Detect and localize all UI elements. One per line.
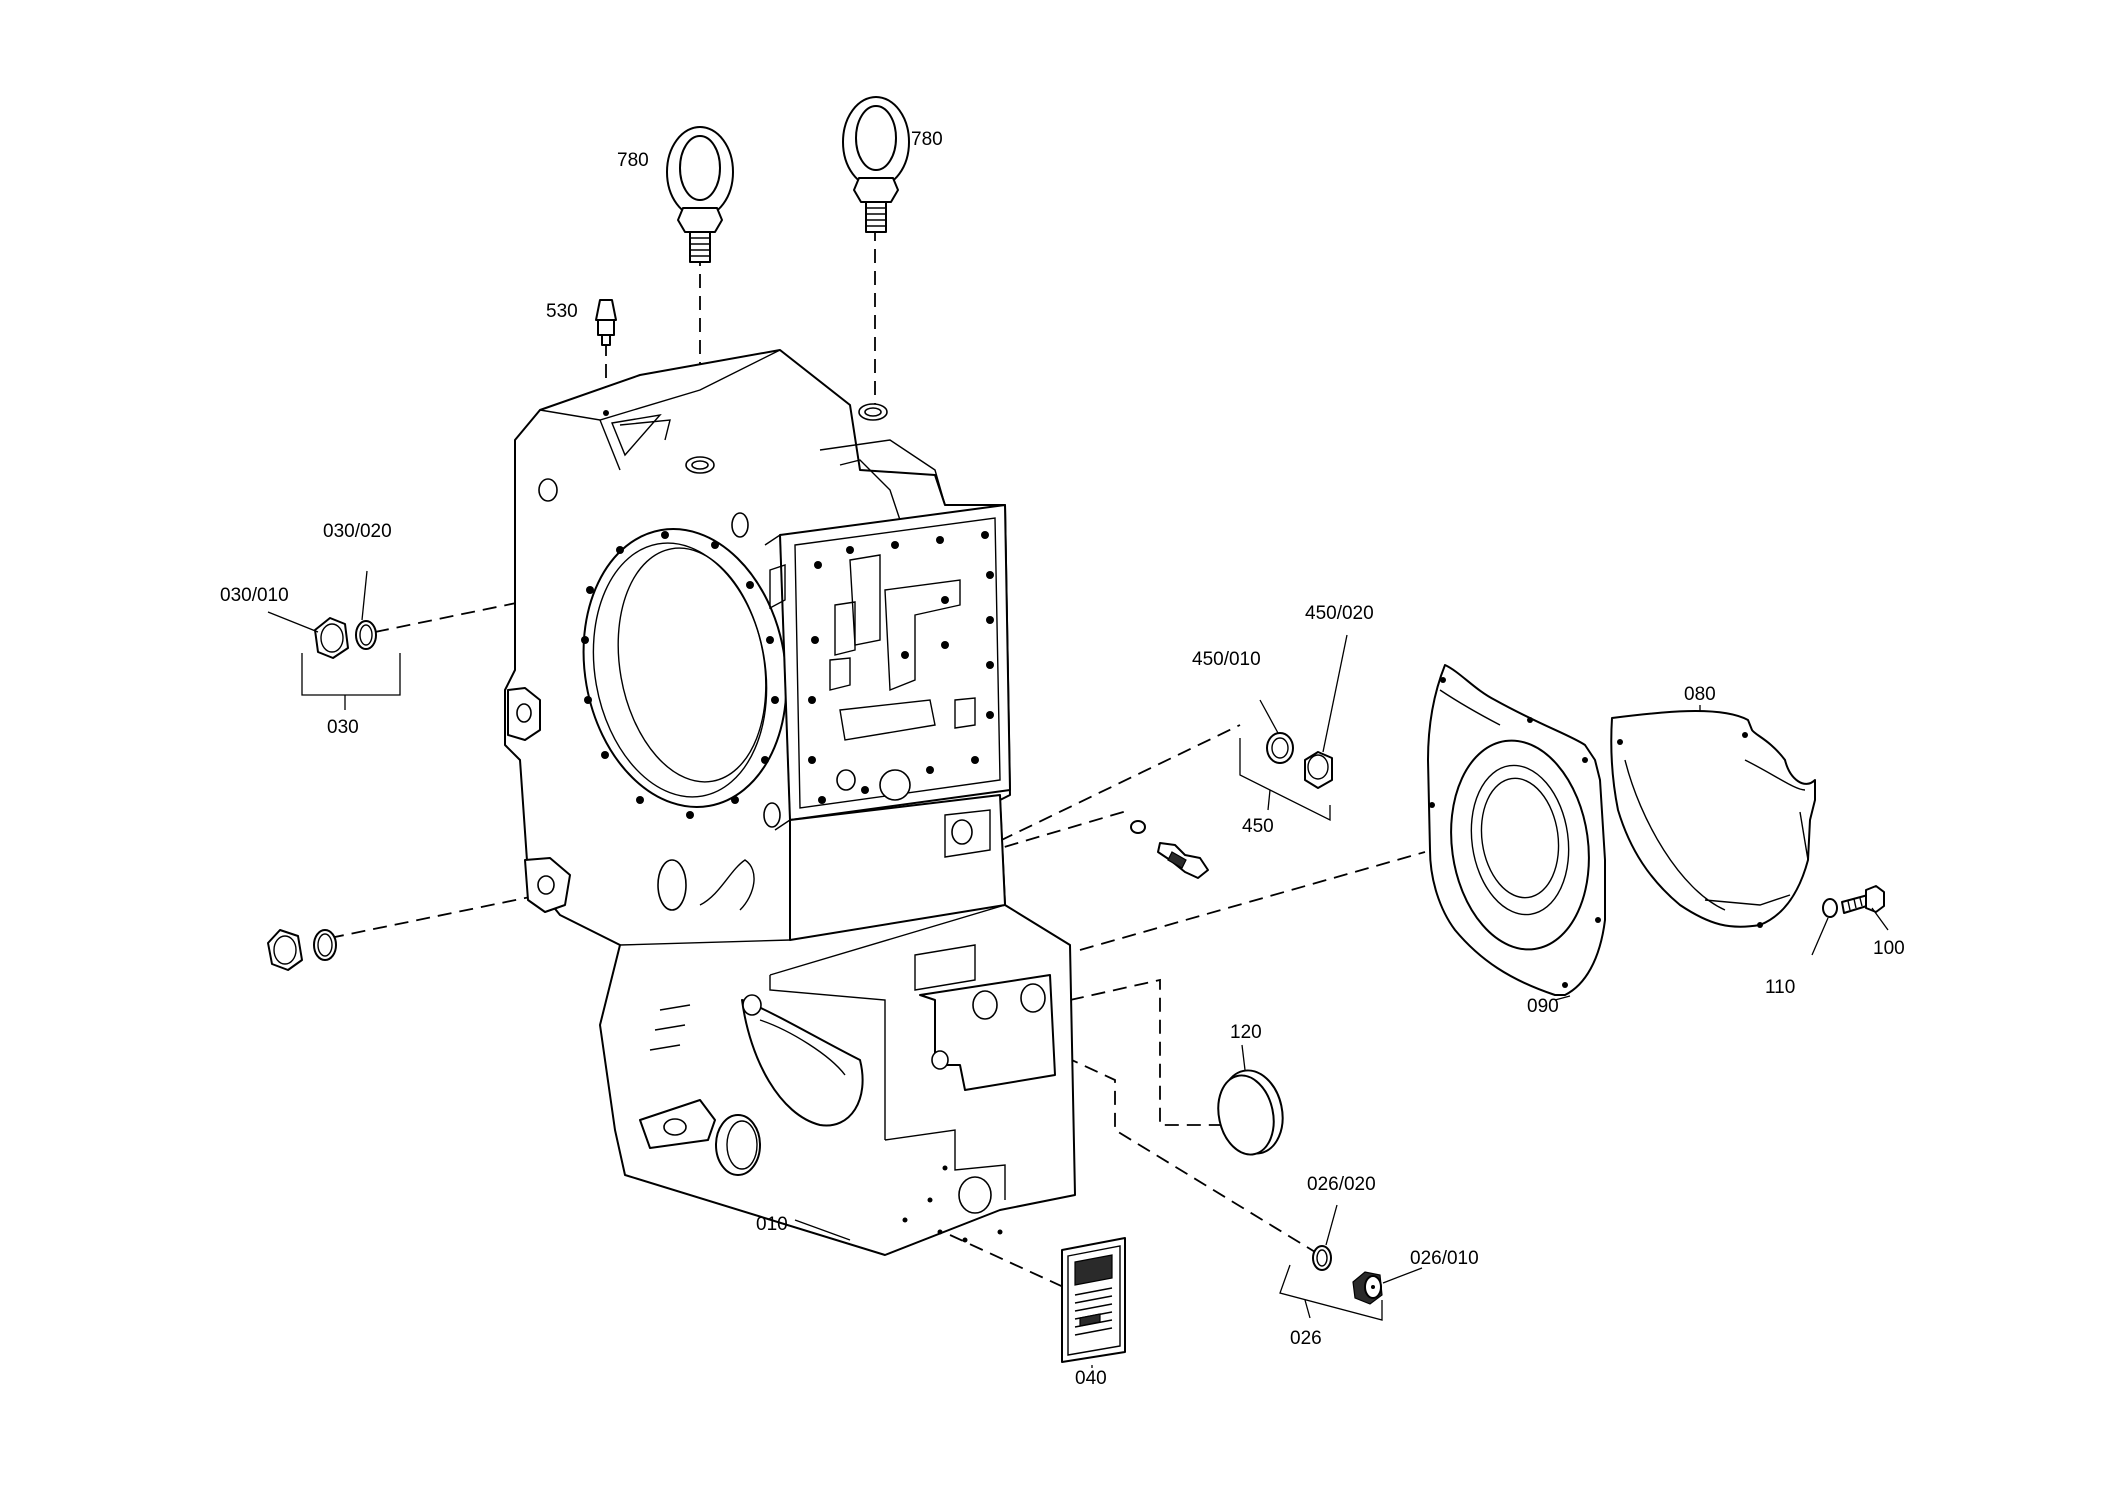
label-450-010: 450/010 <box>1192 649 1261 670</box>
label-026-020: 026/020 <box>1307 1174 1376 1195</box>
plug-026 <box>1312 1245 1383 1305</box>
main-housing-010 <box>504 349 1076 1256</box>
label-450-020: 450/020 <box>1305 603 1374 624</box>
label-010: 010 <box>756 1214 788 1235</box>
label-780-left: 780 <box>617 150 649 171</box>
bolt-100 <box>1841 885 1885 914</box>
label-030-010: 030/010 <box>220 585 289 606</box>
label-030: 030 <box>327 717 359 738</box>
cover-080 <box>1610 710 1816 928</box>
leader-lines <box>267 570 1889 1368</box>
eyebolt-780-right <box>842 96 910 233</box>
nameplate-040 <box>1061 1237 1126 1363</box>
label-090: 090 <box>1527 996 1559 1017</box>
label-080: 080 <box>1684 684 1716 705</box>
plug-030 <box>314 617 377 659</box>
cover-120 <box>1217 1069 1284 1156</box>
label-026: 026 <box>1290 1328 1322 1349</box>
label-120: 120 <box>1230 1022 1262 1043</box>
label-450: 450 <box>1242 816 1274 837</box>
label-026-010: 026/010 <box>1410 1248 1479 1269</box>
eyebolt-780-left <box>666 126 734 263</box>
label-030-020: 030/020 <box>323 521 392 542</box>
label-780-right: 780 <box>911 129 943 150</box>
label-040: 040 <box>1075 1368 1107 1389</box>
label-100: 100 <box>1873 938 1905 959</box>
plug-450 <box>1266 732 1333 789</box>
label-110: 110 <box>1765 977 1795 998</box>
part-labels: 780 780 530 030/020 030/010 030 450/020 … <box>220 129 1905 1389</box>
plug-lower-left <box>267 929 337 971</box>
breather-530 <box>595 299 617 346</box>
label-530: 530 <box>546 301 578 322</box>
sensor <box>1130 820 1209 879</box>
cover-090 <box>1427 664 1606 996</box>
washer-110 <box>1822 898 1838 918</box>
